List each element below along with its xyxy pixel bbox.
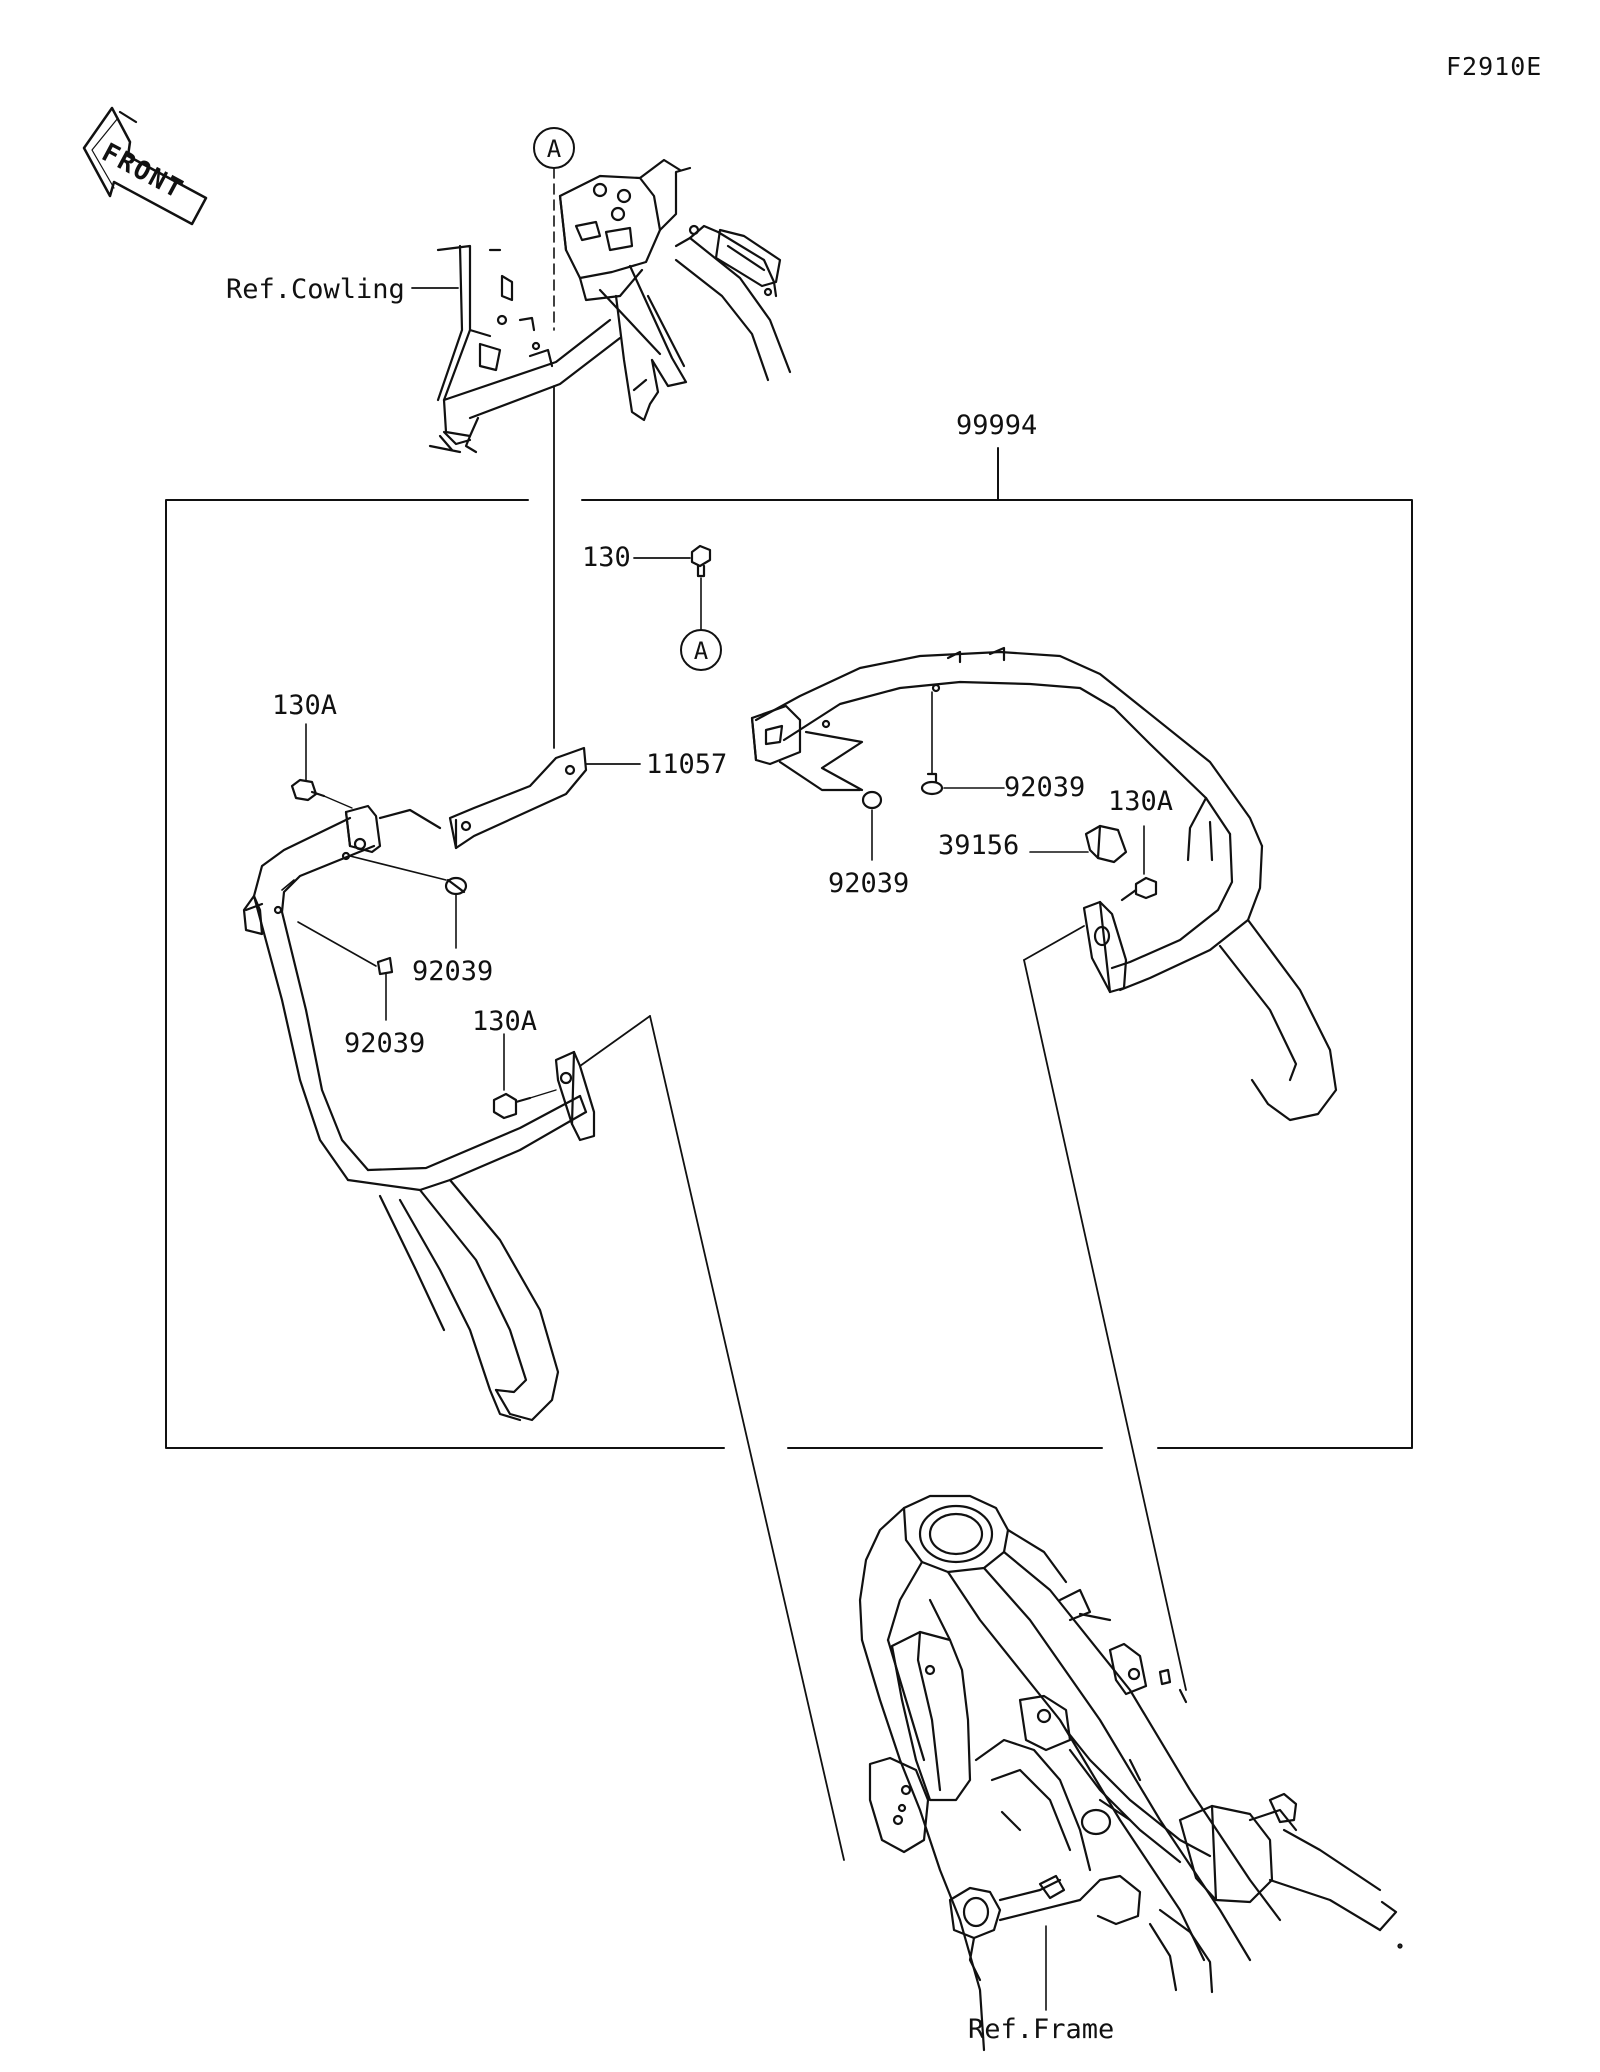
part-number-92039-right-lower: 92039 — [828, 868, 910, 899]
part-number-130a-mid: 130A — [472, 1006, 538, 1037]
part-number-11057: 11057 — [646, 749, 728, 780]
part-number-130a-right: 130A — [1108, 786, 1174, 817]
part-number-92039-left-lower: 92039 — [344, 1028, 426, 1059]
rivet-right-top-drawing — [920, 691, 1005, 796]
bolt-130a-right-drawing — [1023, 825, 1187, 1691]
front-arrow-icon: FRONT — [82, 106, 208, 226]
left-guard-drawing — [242, 804, 588, 1422]
bolt-130-drawing: A — [633, 544, 722, 671]
rivet-left-upper-drawing — [444, 876, 468, 949]
clamp-39156-drawing — [1029, 824, 1128, 864]
diagram-code: F2910E — [1446, 52, 1543, 81]
part-number-92039-left-upper: 92039 — [412, 956, 494, 987]
ref-cowling-label: Ref.Cowling — [226, 274, 405, 305]
bolt-130a-mid-drawing — [492, 1015, 845, 1861]
ref-frame-label: Ref.Frame — [968, 2014, 1115, 2045]
reference-marker-a-top-letter: A — [547, 135, 562, 163]
right-guard-drawing — [750, 646, 1338, 1122]
reference-marker-a-top: A — [533, 127, 575, 331]
part-number-130a-left: 130A — [272, 690, 338, 721]
frame-drawing — [858, 1494, 1403, 2052]
part-number-99994: 99994 — [956, 410, 1038, 441]
part-number-92039-right-top: 92039 — [1004, 772, 1086, 803]
bolt-130a-left-drawing — [290, 723, 353, 809]
cowling-stay-drawing — [428, 158, 792, 454]
reference-marker-a-box-letter: A — [694, 637, 709, 665]
assembly-box — [165, 447, 1413, 1449]
part-number-39156: 39156 — [938, 830, 1020, 861]
part-number-130: 130 — [582, 542, 631, 573]
rivet-right-lower-drawing — [861, 790, 883, 861]
bracket-11057-drawing — [448, 746, 641, 850]
rivet-left-lower-drawing — [376, 956, 394, 1021]
